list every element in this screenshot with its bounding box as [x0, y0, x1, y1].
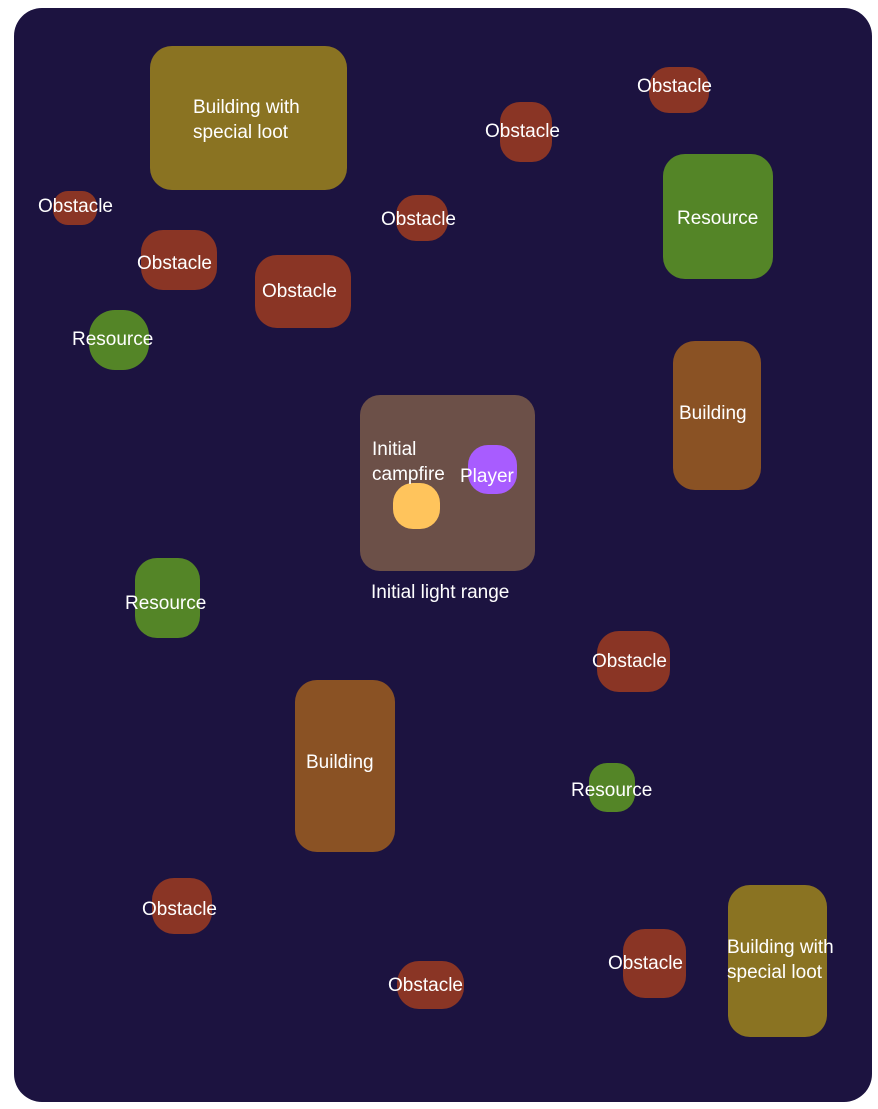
campfire-label: Initial campfire	[372, 439, 445, 485]
obstacle-tile	[255, 255, 351, 328]
obstacle-label: Obstacle	[381, 209, 456, 230]
obstacle-tile	[649, 67, 709, 113]
light-range-label: Initial light range	[371, 582, 510, 603]
obstacle-tile	[623, 929, 686, 998]
obstacle-label: Obstacle	[388, 975, 463, 996]
obstacle-tile	[141, 230, 217, 290]
resource-label: Resource	[677, 208, 759, 229]
obstacle-label: Obstacle	[637, 76, 712, 97]
obstacle-tile	[500, 102, 552, 162]
building-tile	[673, 341, 761, 490]
obstacle-tile	[152, 878, 212, 934]
building-tile	[295, 680, 395, 852]
player-label: Player	[460, 466, 514, 487]
special-building-label: Building with special loot	[727, 937, 834, 983]
campfire-tile	[393, 483, 440, 529]
obstacle-label: Obstacle	[38, 196, 113, 217]
resource-tile	[589, 763, 635, 812]
building-label: Building	[306, 752, 374, 773]
special-building-tile	[728, 885, 827, 1037]
resource-tile	[135, 558, 200, 638]
obstacle-label: Obstacle	[485, 121, 560, 142]
special-building-label: Building with special loot	[193, 97, 300, 143]
obstacle-label: Obstacle	[592, 651, 667, 672]
obstacle-label: Obstacle	[137, 253, 212, 274]
resource-tile	[89, 310, 149, 370]
obstacle-label: Obstacle	[262, 281, 337, 302]
obstacle-label: Obstacle	[608, 953, 683, 974]
resource-label: Resource	[125, 593, 207, 614]
resource-label: Resource	[571, 780, 653, 801]
resource-tile	[663, 154, 773, 279]
obstacle-label: Obstacle	[142, 899, 217, 920]
obstacle-tile	[597, 631, 670, 692]
resource-label: Resource	[72, 329, 154, 350]
obstacle-tile	[397, 961, 464, 1009]
obstacle-tile	[53, 191, 97, 225]
building-label: Building	[679, 403, 747, 424]
obstacle-tile	[396, 195, 448, 241]
special-building-tile	[150, 46, 347, 190]
player-tile	[468, 445, 517, 494]
